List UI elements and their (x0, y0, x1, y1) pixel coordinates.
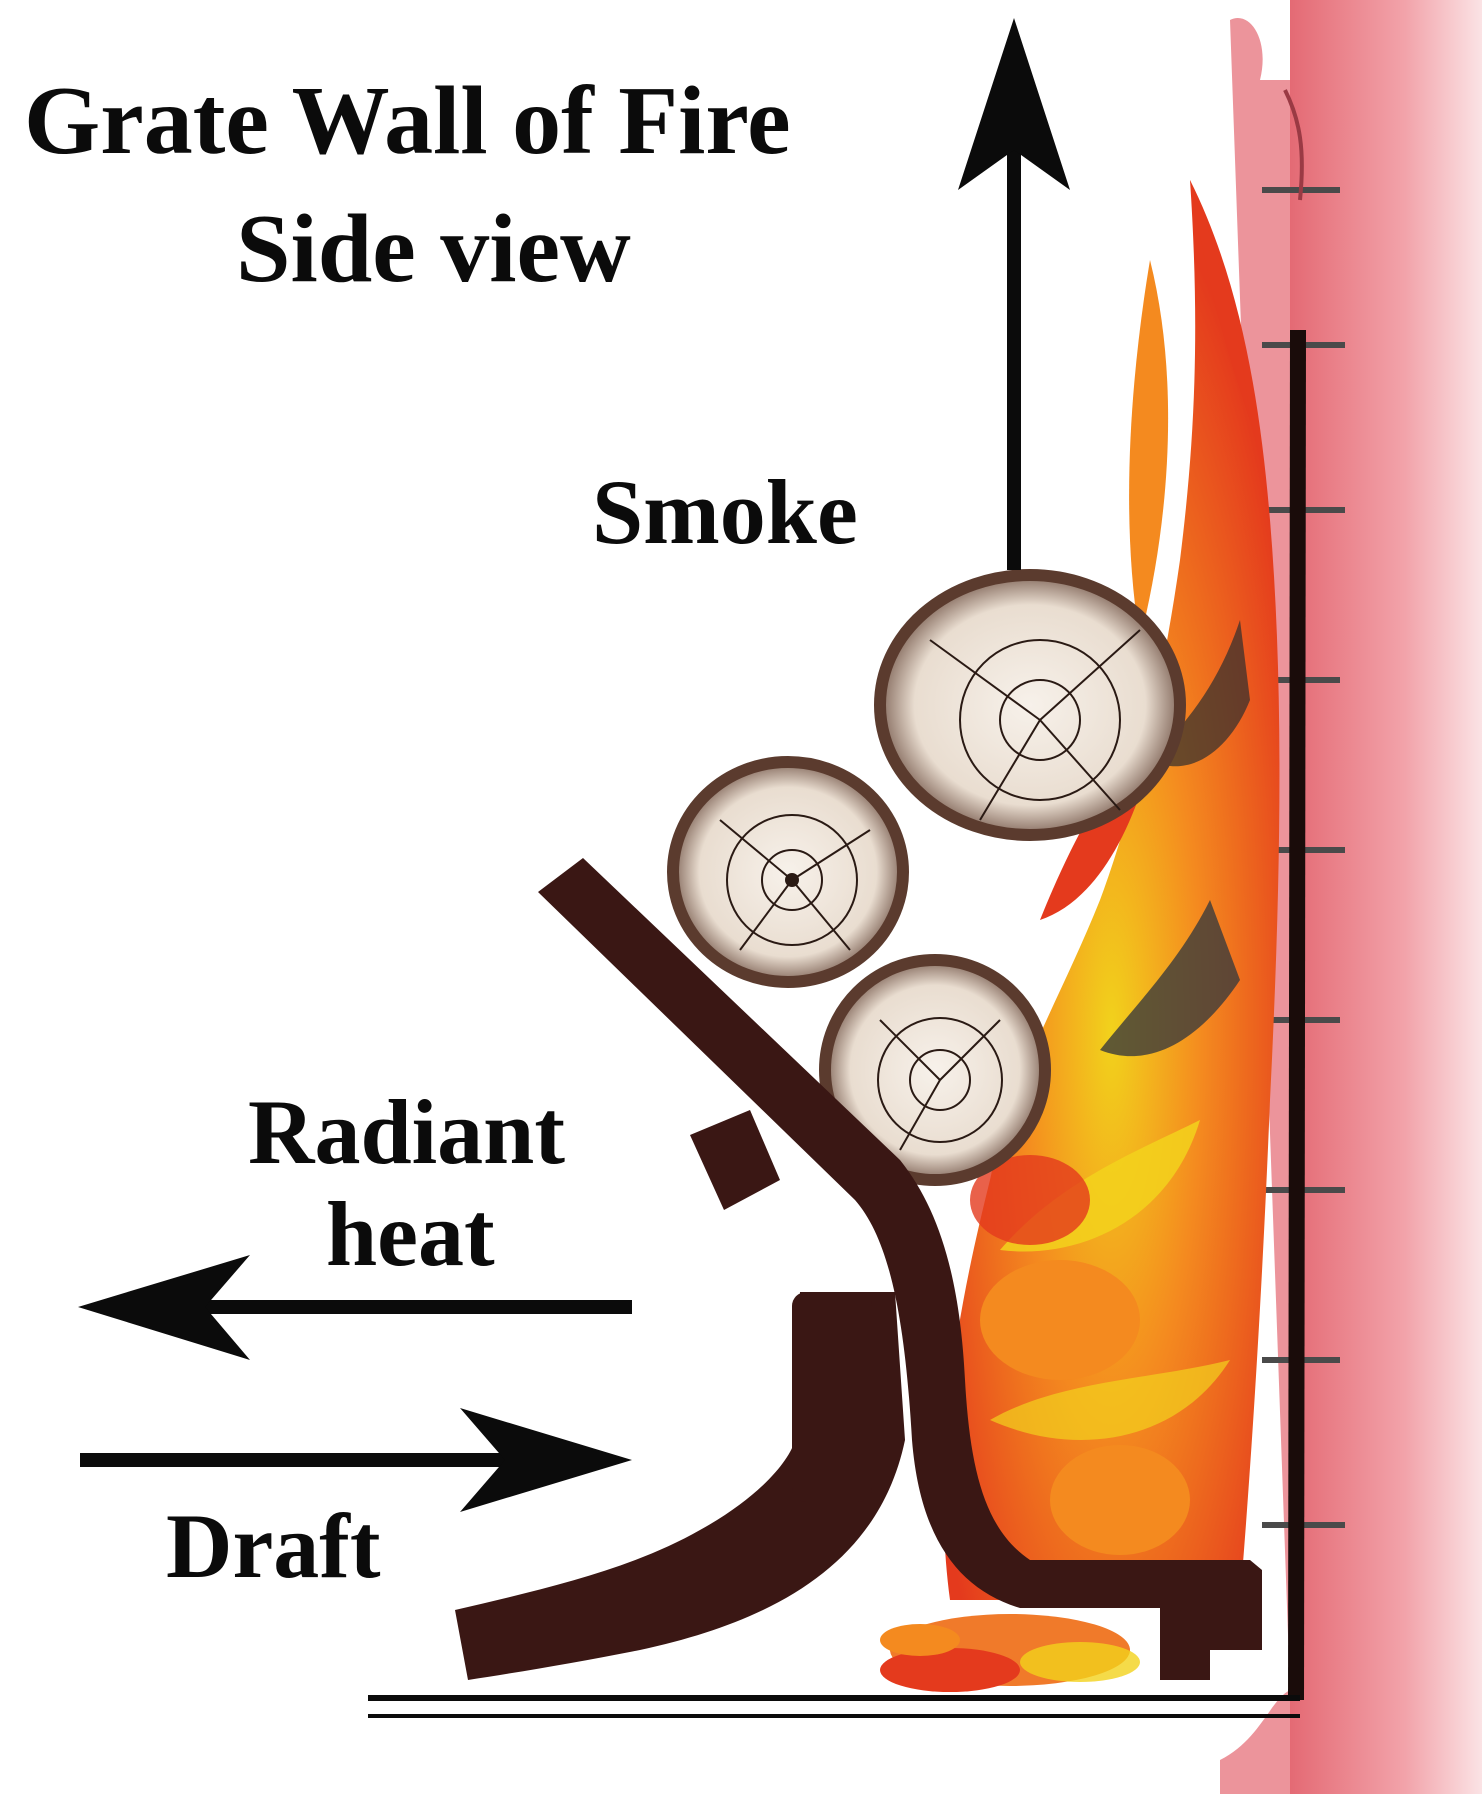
radiant-heat-label-line1: Radiant (248, 1086, 565, 1178)
draft-label: Draft (166, 1500, 381, 1592)
radiant-heat-label-line2: heat (326, 1188, 495, 1280)
log-left (673, 762, 903, 982)
smoke-arrow (958, 18, 1070, 570)
smoke-label: Smoke (592, 466, 858, 558)
fire (944, 180, 1280, 1600)
diagram-title: Grate Wall of Fire (24, 72, 791, 170)
fireplace-back-wall (1296, 330, 1298, 1700)
embers (880, 1614, 1140, 1692)
log-top (880, 575, 1180, 835)
diagram-subtitle: Side view (236, 200, 631, 298)
hearth-floor (368, 1698, 1300, 1716)
